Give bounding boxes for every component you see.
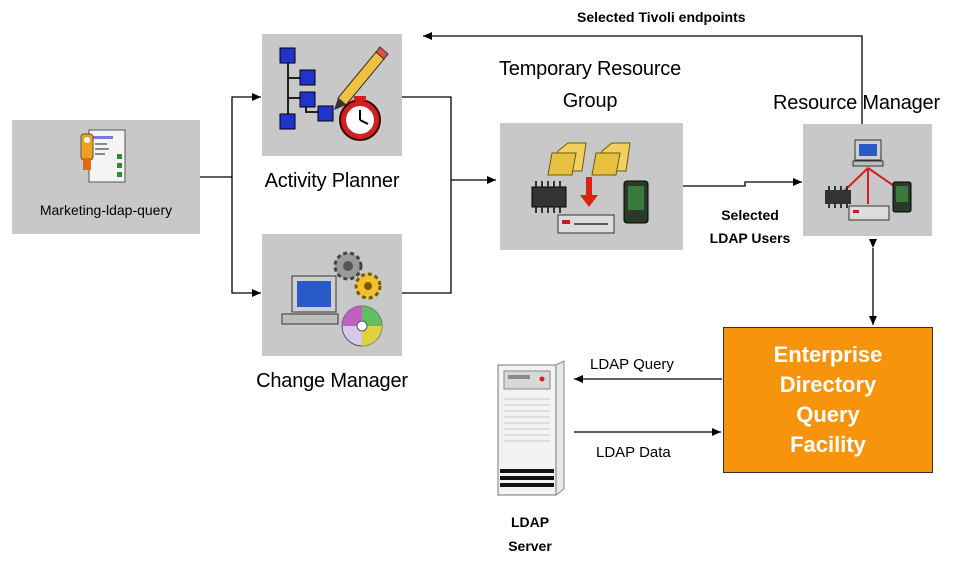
edge-to-activity-planner	[231, 93, 261, 177]
edqf-line2: Directory	[779, 372, 877, 397]
node-resource-manager[interactable]	[803, 124, 932, 236]
edge-change-manager-out	[402, 180, 452, 294]
node-change-manager[interactable]	[262, 234, 402, 356]
node-activity-planner[interactable]	[262, 34, 402, 156]
computer-gears-cd-icon	[281, 251, 383, 347]
server-tower-icon	[497, 360, 565, 496]
edge-to-change-manager	[231, 177, 261, 297]
network-resources-icon	[825, 139, 912, 221]
edge-tivoli-endpoints	[423, 32, 863, 124]
node-enterprise-directory-query-facility[interactable]: Enterprise Directory Query Facility	[723, 327, 933, 473]
edge-activity-planner-out	[402, 96, 452, 180]
resource-manager-label: Resource Manager	[773, 92, 940, 114]
edqf-line3: Query	[796, 402, 860, 427]
edge-label-tivoli-endpoints: Selected Tivoli endpoints	[577, 9, 746, 25]
edge-to-resource-manager	[683, 178, 802, 187]
edqf-line1: Enterprise	[773, 342, 883, 367]
edqf-line4: Facility	[790, 432, 866, 457]
document-icon	[80, 129, 126, 183]
change-manager-label: Change Manager	[256, 370, 408, 392]
node-marketing-query[interactable]: Marketing-ldap-query	[12, 120, 200, 234]
ldap-server-label-line2: Server	[508, 538, 552, 554]
temp-group-label-line2: Group	[562, 90, 618, 112]
folders-chip-device-icon	[531, 142, 649, 234]
edge-label-ldap-query: LDAP Query	[590, 356, 674, 373]
ldap-server-label-line1: LDAP	[510, 514, 550, 530]
edge-label-ldap-users: LDAP Users	[709, 230, 791, 246]
tree-pencil-clock-icon	[279, 46, 389, 141]
temp-group-label-line1: Temporary Resource	[498, 58, 682, 80]
edge-label-ldap-data: LDAP Data	[596, 444, 671, 461]
marketing-query-label: Marketing-ldap-query	[39, 202, 173, 218]
node-temporary-resource-group[interactable]	[500, 123, 683, 250]
activity-planner-label: Activity Planner	[264, 170, 400, 192]
edge-label-selected: Selected	[721, 207, 779, 223]
node-ldap-server[interactable]	[490, 359, 570, 499]
